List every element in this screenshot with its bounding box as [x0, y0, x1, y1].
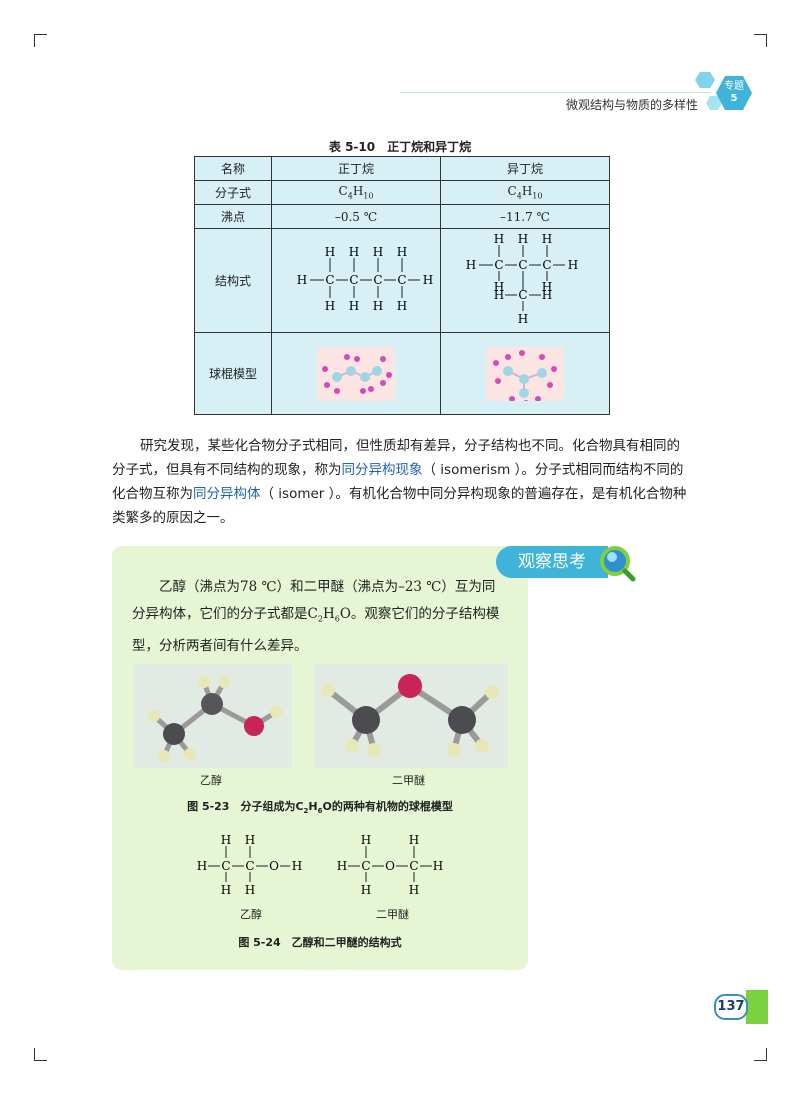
svg-text:H: H: [337, 859, 347, 873]
crop-mark: [754, 34, 767, 47]
svg-text:C: C: [518, 288, 527, 302]
svg-text:C: C: [494, 258, 503, 272]
table-cell: C4H10: [271, 180, 441, 205]
svg-text:H: H: [466, 258, 476, 272]
svg-text:C: C: [221, 859, 230, 873]
crop-mark: [34, 34, 47, 47]
svg-text:H: H: [221, 833, 231, 847]
ethanol-model-photo: [134, 664, 292, 768]
hexagon-decoration-icon: [695, 72, 722, 110]
figure-5-23-caption: 图 5-23 分子组成为C2H6O的两种有机物的球棍模型: [187, 800, 453, 816]
svg-text:H: H: [245, 883, 255, 897]
svg-text:H: H: [325, 299, 335, 313]
table-cell: C4H10: [440, 180, 610, 205]
structure-label-dimethyl-ether: 二甲醚: [376, 908, 409, 921]
page-tab: [746, 990, 768, 1024]
svg-text:H: H: [361, 833, 371, 847]
crop-mark: [34, 1048, 47, 1061]
svg-text:C: C: [518, 258, 527, 272]
svg-text:H: H: [494, 232, 504, 246]
svg-text:H: H: [423, 273, 433, 287]
table-cell: 异丁烷: [440, 156, 610, 181]
badge-label: 专题: [724, 81, 744, 92]
svg-text:H: H: [542, 232, 552, 246]
svg-text:H: H: [361, 883, 371, 897]
svg-text:H: H: [409, 883, 419, 897]
isobutane-ball-stick-model: [486, 346, 564, 401]
svg-text:H: H: [494, 288, 504, 302]
svg-text:H: H: [325, 245, 335, 259]
svg-text:H: H: [292, 859, 302, 873]
svg-text:O: O: [385, 859, 395, 873]
dimethyl-ether-model-photo: [314, 664, 508, 768]
svg-text:H: H: [397, 245, 407, 259]
observe-think-title: 观察思考: [496, 546, 608, 578]
svg-text:H: H: [568, 258, 578, 272]
table-caption: 表 5-10 正丁烷和异丁烷: [328, 140, 472, 154]
svg-text:C: C: [361, 859, 370, 873]
term-isomerism: 同分异构现象: [341, 462, 423, 478]
crop-mark: [754, 1048, 767, 1061]
svg-text:C: C: [349, 273, 358, 287]
table-row: 分子式 C4H10 C4H10: [194, 180, 610, 205]
term-isomer: 同分异构体: [193, 486, 261, 502]
svg-text:H: H: [221, 883, 231, 897]
table-row: 球棍模型: [194, 332, 610, 415]
svg-text:H: H: [518, 232, 528, 246]
svg-text:H: H: [373, 245, 383, 259]
n-butane-ball-stick-model: [317, 346, 395, 401]
svg-text:C: C: [245, 859, 254, 873]
table-cell: 正丁烷: [271, 156, 441, 181]
page-number: 137: [714, 994, 748, 1020]
svg-text:C: C: [373, 273, 382, 287]
svg-text:H: H: [494, 280, 504, 294]
table-cell: –0.5 ℃: [271, 204, 441, 229]
svg-text:C: C: [325, 273, 334, 287]
magnifier-icon: [600, 546, 636, 582]
table-row: 名称 正丁烷 异丁烷: [194, 156, 610, 181]
svg-text:H: H: [373, 299, 383, 313]
svg-text:H: H: [433, 859, 443, 873]
svg-text:O: O: [269, 859, 279, 873]
table-cell: 球棍模型: [194, 332, 272, 415]
svg-text:H: H: [349, 245, 359, 259]
figure-5-24-caption: 图 5-24 乙醇和二甲醚的结构式: [238, 936, 402, 949]
svg-text:C: C: [397, 273, 406, 287]
svg-text:H: H: [297, 273, 307, 287]
badge-number: 5: [730, 93, 738, 104]
header-subtitle: 微观结构与物质的多样性: [565, 98, 698, 112]
svg-text:H: H: [197, 859, 207, 873]
svg-text:C: C: [542, 258, 551, 272]
photo-label-ethanol: 乙醇: [200, 774, 222, 787]
table-cell: [271, 332, 441, 415]
svg-text:H: H: [542, 288, 552, 302]
svg-text:H: H: [397, 299, 407, 313]
svg-text:H: H: [542, 280, 552, 294]
table-cell: 名称: [194, 156, 272, 181]
body-paragraph: 研究发现，某些化合物分子式相同，但性质却有差异，分子结构也不同。化合物具有相同的…: [112, 438, 687, 526]
svg-text:H: H: [349, 299, 359, 313]
svg-text:H: H: [409, 833, 419, 847]
table-cell: 沸点: [194, 204, 272, 229]
header-rule: [400, 92, 710, 93]
table-cell: –11.7 ℃: [440, 204, 610, 229]
svg-text:H: H: [245, 833, 255, 847]
svg-text:H: H: [518, 312, 528, 326]
table-cell: [440, 332, 610, 415]
photo-label-dimethyl-ether: 二甲醚: [392, 774, 425, 787]
butane-table: 名称 正丁烷 异丁烷 分子式 C4H10 C4H10 沸点 –0.5 ℃ –11…: [194, 156, 610, 415]
observe-text: 乙醇（沸点为78 ℃）和二甲醚（沸点为–23 ℃）互为同分异构体，它们的分子式都…: [132, 579, 500, 654]
table-cell: 结构式: [194, 228, 272, 333]
structure-label-ethanol: 乙醇: [240, 908, 262, 921]
table-cell: 分子式: [194, 180, 272, 205]
table-row: 沸点 –0.5 ℃ –11.7 ℃: [194, 204, 610, 229]
svg-text:C: C: [409, 859, 418, 873]
